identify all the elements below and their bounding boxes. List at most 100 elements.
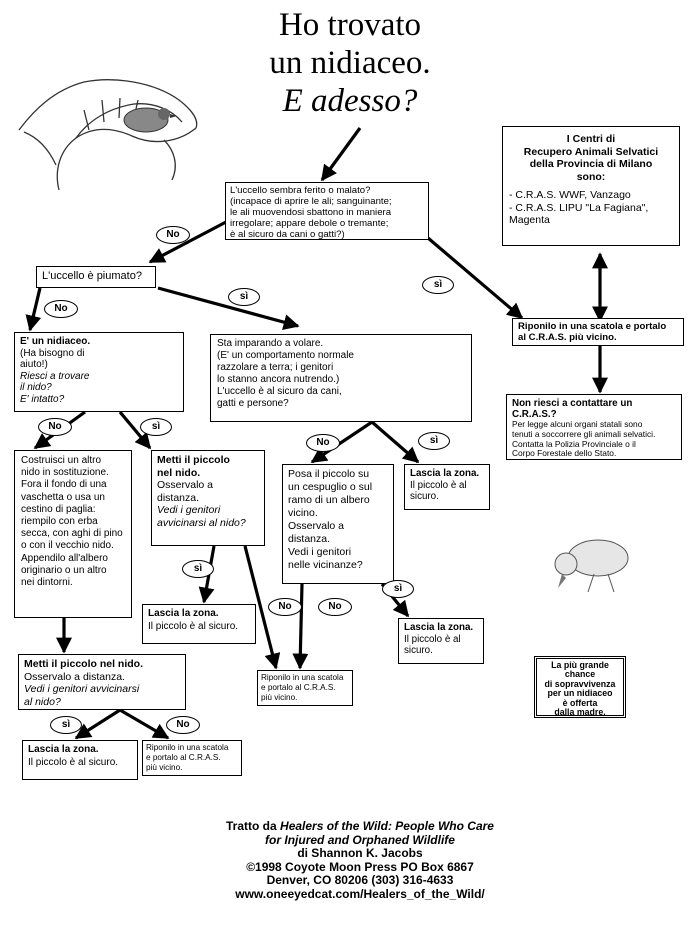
si-pill-6: sì <box>382 580 414 598</box>
posa-line5: Osservalo a <box>288 520 345 532</box>
credit-line6[interactable]: www.oneeyedcat.com/Healers_of_the_Wild/ <box>235 886 485 901</box>
nonriesci-line4: Corpo Forestale dello Stato. <box>512 448 617 459</box>
no-pill-6: No <box>318 598 352 616</box>
arrow-nidiaceo-to-metti1 <box>118 410 152 450</box>
costruisci-line6: riempilo con erba <box>21 516 98 528</box>
metti1-line3: Vedi i genitori <box>157 504 221 517</box>
posa-line3: ramo di un albero <box>288 494 370 506</box>
no-pill-4: No <box>306 434 340 452</box>
credit-block: Tratto da Healers of the Wild: People Wh… <box>140 819 580 901</box>
no-pill-7: No <box>166 716 200 734</box>
metti2-line3: al nido? <box>24 695 61 708</box>
q-ferito-line5: è al sicuro da cani o gatti?) <box>230 229 345 240</box>
centri-title2: Recupero Animali Selvatici <box>523 145 659 158</box>
centri-title4: sono: <box>576 170 606 183</box>
arrow-metti1-to-riponilo-mid <box>243 545 281 670</box>
credit-line1-title: Healers of the Wild: People Who Care <box>280 819 494 833</box>
costruisci-line1: Costruisci un altro <box>21 455 102 466</box>
chance-line2: chance <box>564 669 596 680</box>
arrow-ferito-to-piumato <box>148 220 227 264</box>
credit-line5: Denver, CO 80206 (303) 316-4633 <box>266 873 454 887</box>
arrow-piumato-to-nidiaceo <box>25 287 42 332</box>
si-pill-1: sì <box>422 276 454 294</box>
lascia3-title: Lascia la zona. <box>410 468 480 479</box>
nonriesci-title2: C.R.A.S.? <box>512 409 557 420</box>
riponilo-big-line1: Riponilo in una scatola e portalo <box>518 321 667 332</box>
q-piumato-text: L'uccello è piumato? <box>42 270 142 282</box>
leave-area-box-middle: Lascia la zona. Il piccolo è al sicuro. <box>142 604 256 644</box>
arrow-posa-to-riponilo-mid <box>292 583 309 670</box>
nestling-box: E' un nidiaceo. (Ha bisogno di aiuto!) R… <box>14 332 184 412</box>
si-pill-2: sì <box>228 288 260 306</box>
imparando-line5: L'uccello è al sicuro da cani, <box>217 386 342 397</box>
posa-line4: vicino. <box>288 507 318 519</box>
imparando-line4: lo stanno ancora nutrendo.) <box>217 374 340 385</box>
costruisci-line11: nei dintorni. <box>21 577 73 589</box>
centri-item2: - C.R.A.S. LIPU "La Fagiana", <box>509 201 649 214</box>
imparando-line3: razzolare a terra; i genitori <box>217 362 334 373</box>
lascia3-line2: sicuro. <box>410 491 439 502</box>
leave-area-box-right: Lascia la zona. Il piccolo è al sicuro. <box>404 464 490 510</box>
nidiaceo-line4: il nido? <box>20 382 52 393</box>
imparando-line6: gatti e persone? <box>217 398 289 409</box>
metti1-line4: avvicinarsi al nido? <box>157 516 246 529</box>
lascia1-title: Lascia la zona. <box>148 608 219 619</box>
riponilo-mid-line3: più vicino. <box>261 692 298 702</box>
posa-line7: Vedi i genitori <box>288 546 352 558</box>
si-pill-4: sì <box>418 432 450 450</box>
si-pill-3: sì <box>140 418 172 436</box>
cannot-contact-box: Non riesci a contattare un C.R.A.S.? Per… <box>506 394 682 460</box>
take-to-cras-box-middle: Riponilo in una scatola e portalo al C.R… <box>257 670 353 706</box>
imparando-line1: Sta imparando a volare. <box>217 338 324 349</box>
metti1-title2: nel nido. <box>157 466 201 479</box>
chance-line3: di sopravvivenza <box>544 678 616 689</box>
si-pill-7: sì <box>50 716 82 734</box>
arrow-metti2-to-lascia1b <box>74 708 121 740</box>
question-feathered-box: L'uccello è piumato? <box>36 266 156 288</box>
leave-area-box-lower: Lascia la zona. Il piccolo è al sicuro. <box>398 618 484 664</box>
metti1-title1: Metti il piccolo <box>157 454 230 466</box>
put-in-nest-box: Metti il piccolo nel nido. Osservalo a d… <box>151 450 265 546</box>
take-to-cras-box-small: Riponilo in una scatola e portalo al C.R… <box>142 740 242 776</box>
nidiaceo-title: E' un nidiaceo. <box>20 336 91 347</box>
rescue-centers-box: I Centri di Recupero Animali Selvatici d… <box>502 126 680 246</box>
lascia4-line1: Il piccolo è al sicuro. <box>28 756 119 768</box>
posa-line6: distanza. <box>288 533 331 545</box>
best-chance-box: La più grande chance di sopravvivenza pe… <box>534 656 626 718</box>
no-pill-5: No <box>268 598 302 616</box>
credit-line1-prefix: Tratto da <box>226 819 281 833</box>
nidiaceo-line1: (Ha bisogno di <box>20 347 85 359</box>
centri-title3: della Provincia di Milano <box>529 158 653 170</box>
costruisci-line10: originario o un altro <box>21 564 107 576</box>
posa-line8: nelle vicinanze? <box>288 559 363 571</box>
arrow-ferito-to-riponilo <box>426 236 524 320</box>
learning-to-fly-box: Sta imparando a volare. (E' un comportam… <box>210 334 472 422</box>
costruisci-line4: vaschetta o usa un <box>21 491 105 503</box>
no-pill-1: No <box>156 226 190 244</box>
riponilo-mid-line1: Riponilo in una scatola <box>261 673 344 682</box>
nonriesci-line3: Contatta la Polizia Provinciale o il <box>512 438 636 449</box>
credit-line3: di Shannon K. Jacobs <box>297 846 423 860</box>
question-injured-box: L'uccello sembra ferito o malato? (incap… <box>225 182 429 240</box>
costruisci-line9: Appendilo all'albero <box>21 552 108 564</box>
arrow-imparando-to-lascia3 <box>370 420 420 464</box>
arrow-imparando-to-posa <box>310 420 373 464</box>
lascia2-line1: Il piccolo è al <box>404 633 461 645</box>
metti2-line1: Osservalo a distanza. <box>24 670 125 683</box>
credit-line4: ©1998 Coyote Moon Press PO Box 6867 <box>246 859 474 874</box>
title-line-1: Ho trovato <box>278 7 422 43</box>
riponilo-small-line2: e portalo al C.R.A.S. <box>146 752 221 762</box>
q-ferito-line1: L'uccello sembra ferito o malato? <box>230 185 371 196</box>
chance-line4: per un nidiaceo <box>547 688 613 699</box>
riponilo-big-line2: al C.R.A.S. più vicino. <box>518 332 617 343</box>
chance-line6: dalla madre. <box>554 707 606 718</box>
hands-holding-bird-illustration <box>18 79 198 191</box>
nonriesci-title1: Non riesci a contattare un <box>512 398 633 409</box>
chance-line5: è offerta <box>562 697 598 708</box>
si-pill-5: sì <box>182 560 214 578</box>
place-on-branch-box: Posa il piccolo su un cespuglio o sul ra… <box>282 464 394 584</box>
costruisci-line7: secca, con aghi di pino <box>21 528 123 540</box>
metti2-line2: Vedi i genitori avvicinarsi <box>24 683 140 696</box>
